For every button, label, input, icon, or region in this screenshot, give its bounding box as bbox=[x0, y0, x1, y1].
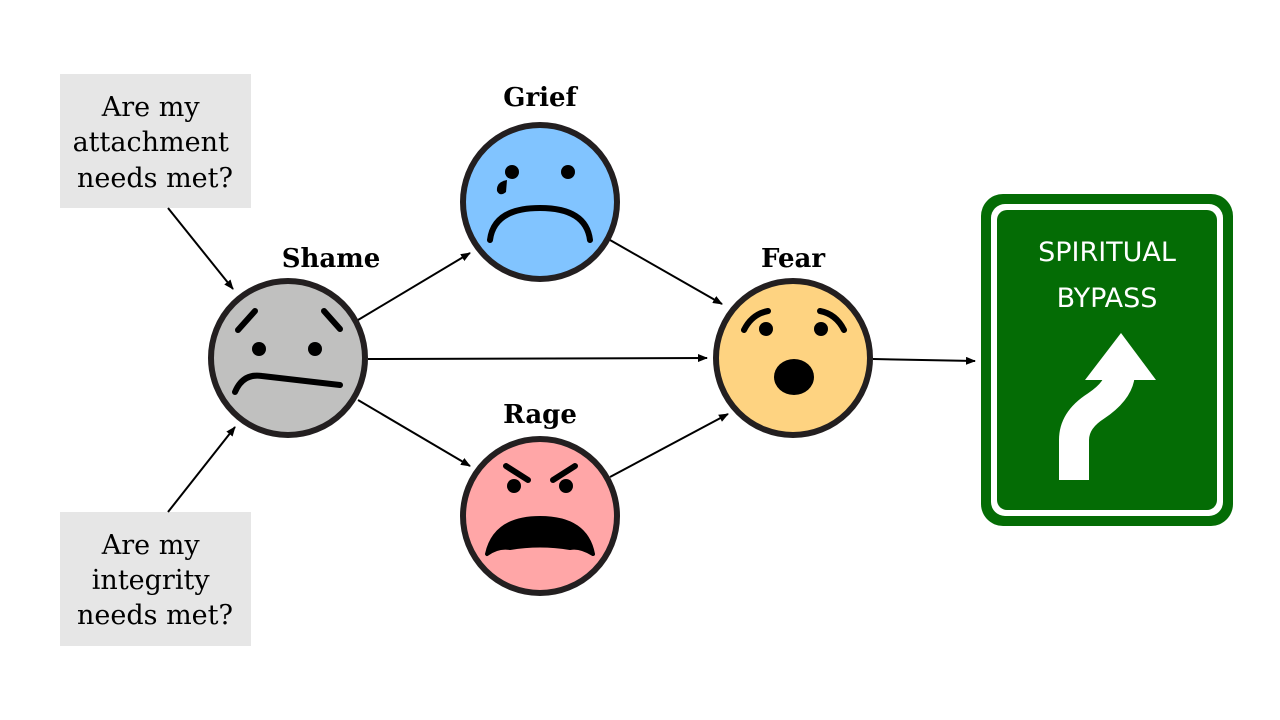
sign-line-2: BYPASS bbox=[1057, 283, 1158, 314]
grief-face bbox=[460, 122, 620, 282]
arrow-attachment-to-shame bbox=[167, 207, 234, 290]
arrow-rage-to-fear bbox=[609, 413, 729, 478]
arrows bbox=[167, 207, 976, 513]
shame-face bbox=[208, 278, 368, 438]
arrow-shame-to-fear bbox=[367, 354, 708, 363]
attachment-question-line-2: attachment bbox=[73, 127, 229, 158]
attachment-question-line-3: needs met? bbox=[77, 163, 233, 194]
fear-label: Fear bbox=[761, 244, 825, 274]
integrity-question-box: Are my integrity needs met? bbox=[60, 512, 251, 646]
integrity-question-line-3: needs met? bbox=[77, 600, 233, 631]
shame-label: Shame bbox=[282, 244, 381, 274]
arrow-shame-to-rage bbox=[357, 399, 471, 467]
arrow-fear-to-sign bbox=[872, 356, 976, 365]
attachment-question-box: Are my attachment needs met? bbox=[60, 74, 251, 208]
arrow-integrity-to-shame bbox=[167, 426, 236, 513]
integrity-question-line-1: Are my bbox=[101, 530, 201, 561]
svg-text:Are my integrity n: Are my integrity needs met? bbox=[77, 530, 233, 631]
arrow-grief-to-fear bbox=[609, 239, 723, 305]
attachment-question-line-1: Are my bbox=[101, 92, 201, 123]
rage-label: Rage bbox=[503, 400, 577, 430]
fear-face bbox=[713, 278, 873, 438]
svg-text:Are my attachment: Are my attachment needs met? bbox=[73, 92, 238, 194]
grief-label: Grief bbox=[503, 83, 578, 113]
integrity-question-line-2: integrity bbox=[92, 565, 211, 596]
rage-face bbox=[460, 436, 620, 596]
arrow-shame-to-grief bbox=[357, 252, 471, 321]
curved-up-arrow-icon bbox=[1059, 333, 1156, 480]
sign-line-1: SPIRITUAL bbox=[1038, 237, 1176, 268]
spiritual-bypass-sign: SPIRITUAL BYPASS bbox=[981, 194, 1233, 526]
